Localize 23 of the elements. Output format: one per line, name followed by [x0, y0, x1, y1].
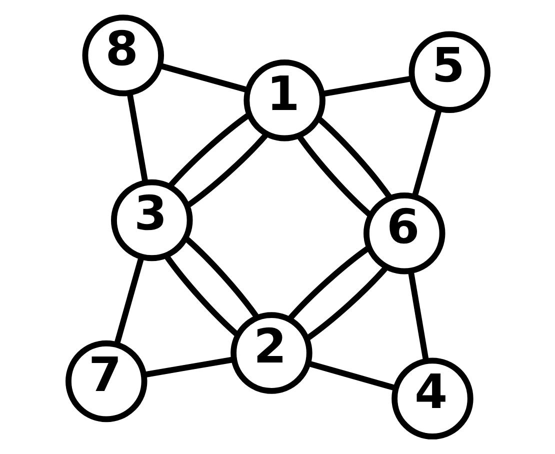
- connector: [407, 270, 428, 361]
- connector: [114, 256, 144, 345]
- node-circle: 7: [65, 340, 147, 422]
- connector: [163, 254, 239, 338]
- connector: [322, 76, 412, 97]
- connector: [306, 360, 396, 391]
- connector: [286, 245, 370, 322]
- connector: [412, 108, 442, 197]
- node-circle: 3: [110, 179, 192, 262]
- node-circle: 5: [408, 31, 490, 113]
- node-circle: 2: [230, 312, 312, 394]
- connector: [185, 132, 268, 208]
- connector: [167, 112, 250, 188]
- connector: [126, 92, 148, 182]
- connector: [296, 134, 372, 218]
- node-circle: 8: [82, 14, 164, 96]
- connector: [304, 265, 388, 341]
- node-circle: 4: [391, 358, 473, 440]
- connector: [144, 356, 234, 378]
- node-circle: 6: [363, 192, 445, 274]
- node-circle: 1: [243, 59, 325, 142]
- connector: [316, 116, 392, 200]
- connector: [183, 236, 259, 320]
